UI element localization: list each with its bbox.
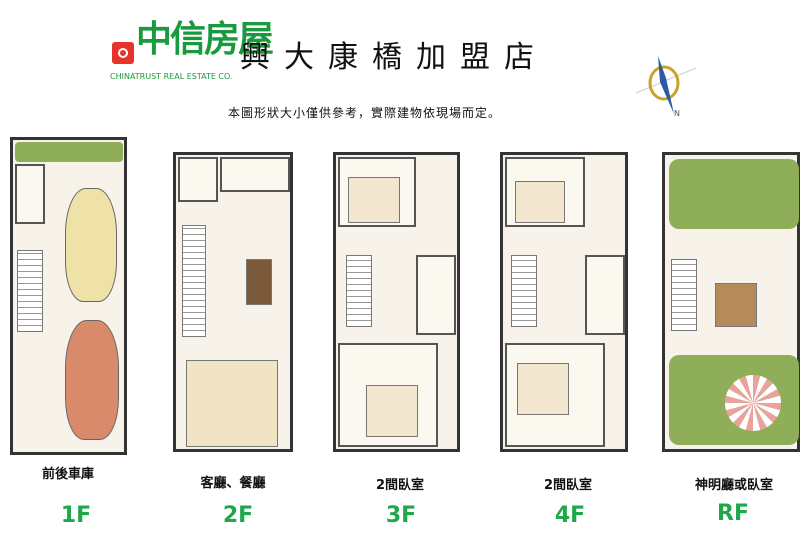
floor-label-1f: 前後車庫 — [41, 467, 94, 482]
floor-number-2f: 2F — [222, 503, 254, 528]
floor-number-rf: RF — [717, 501, 749, 526]
floor-label-rf: 神明廳或臥室 — [694, 478, 773, 493]
floor-number-1f: 1F — [60, 503, 92, 528]
floor-label-2f: 客廳、餐廳 — [200, 476, 266, 491]
logo-icon — [112, 42, 134, 64]
compass-north-label: N — [674, 109, 680, 118]
logo-text: 中信房屋 — [136, 19, 274, 60]
floor-number-3f: 3F — [385, 503, 417, 528]
page-title: 興大康橋加盟店 — [240, 40, 548, 75]
floor-label-4f: 2間臥室 — [543, 478, 593, 493]
floor-plan-4f — [500, 152, 628, 452]
floor-plan-3f — [333, 152, 460, 452]
logo-subtitle: CHINATRUST REAL ESTATE CO. — [110, 72, 233, 81]
floor-number-4f: 4F — [554, 503, 586, 528]
floor-plan-rf — [662, 152, 800, 452]
floor-plan-1f — [10, 137, 127, 455]
floor-label-3f: 2間臥室 — [375, 478, 425, 493]
compass-icon: N — [636, 56, 696, 118]
disclaimer-note: 本圖形狀大小僅供參考，實際建物依現場而定。 — [228, 106, 502, 120]
floor-plan-2f — [173, 152, 293, 452]
